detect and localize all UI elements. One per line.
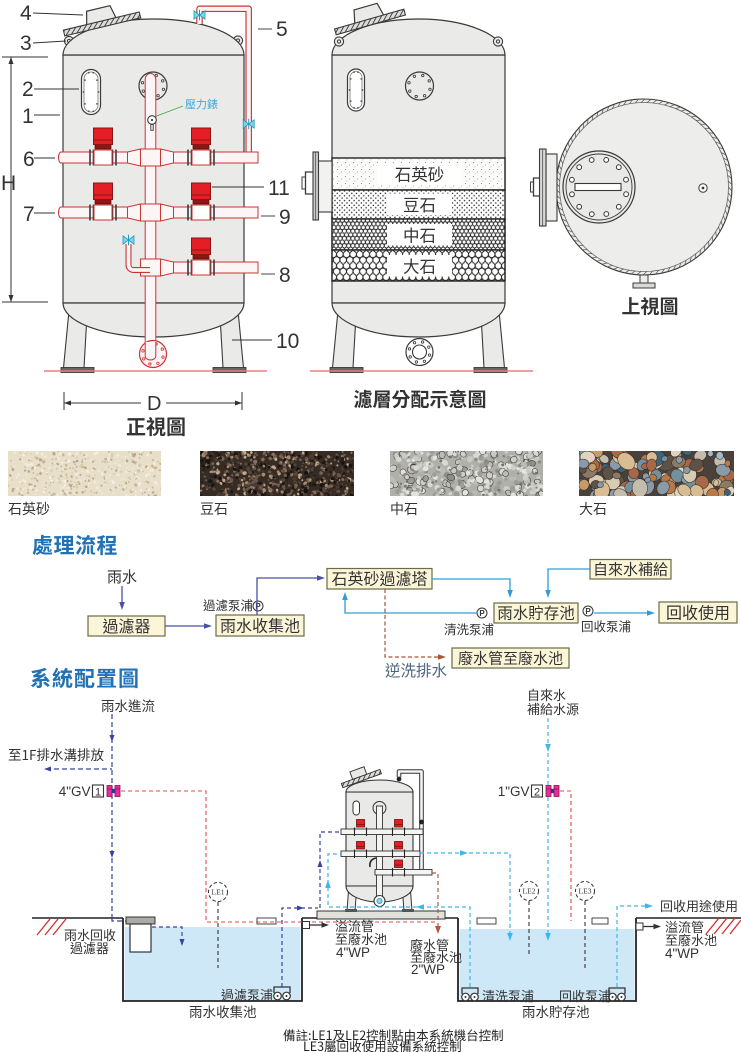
svg-text:上視圖: 上視圖	[621, 292, 678, 319]
svg-text:雨水貯存池: 雨水貯存池	[497, 602, 575, 624]
svg-text:石英砂: 石英砂	[8, 499, 50, 519]
svg-text:4"GV: 4"GV	[59, 784, 91, 799]
svg-text:LE3: LE3	[579, 887, 592, 896]
svg-text:5: 5	[276, 18, 288, 41]
svg-text:補給水源: 補給水源	[527, 699, 579, 718]
svg-text:至廢水池: 至廢水池	[665, 930, 717, 949]
svg-text:過濾泵浦: 過濾泵浦	[221, 985, 273, 1004]
svg-text:廢水管: 廢水管	[410, 935, 449, 954]
svg-text:至廢水池: 至廢水池	[410, 947, 462, 966]
svg-text:石英砂: 石英砂	[395, 162, 445, 186]
svg-text:雨水貯存池: 雨水貯存池	[522, 1001, 590, 1021]
svg-text:2: 2	[22, 78, 34, 101]
svg-text:清洗泵浦: 清洗泵浦	[444, 619, 494, 638]
svg-text:4: 4	[20, 2, 32, 25]
svg-text:11: 11	[268, 177, 290, 200]
svg-text:壓力錶: 壓力錶	[185, 96, 218, 112]
svg-text:至1F排水溝排放: 至1F排水溝排放	[8, 744, 104, 764]
svg-text:溢流管: 溢流管	[665, 917, 704, 936]
svg-text:2"WP: 2"WP	[411, 962, 445, 977]
svg-text:LE1: LE1	[212, 888, 225, 897]
svg-text:回收泵浦: 回收泵浦	[581, 616, 631, 635]
svg-text:雨水收集池: 雨水收集池	[189, 1001, 257, 1021]
svg-text:雨水進流: 雨水進流	[101, 695, 155, 715]
svg-text:雨水: 雨水	[107, 566, 137, 587]
svg-text:過濾泵浦: 過濾泵浦	[203, 595, 253, 614]
svg-text:LE2: LE2	[523, 887, 536, 896]
svg-text:H: H	[1, 172, 16, 195]
svg-text:2: 2	[534, 787, 540, 799]
svg-text:過濾器: 過濾器	[70, 938, 109, 957]
svg-text:正視圖: 正視圖	[126, 411, 186, 440]
svg-text:1"GV: 1"GV	[498, 784, 530, 799]
svg-text:LE3屬回收使用設備系統控制: LE3屬回收使用設備系統控制	[303, 1036, 462, 1052]
svg-text:石英砂過濾塔: 石英砂過濾塔	[331, 566, 427, 590]
svg-text:豆石: 豆石	[200, 499, 228, 519]
svg-text:至廢水池: 至廢水池	[335, 929, 387, 948]
svg-text:8: 8	[279, 264, 291, 287]
svg-text:大石: 大石	[579, 499, 607, 519]
svg-text:雨水收集池: 雨水收集池	[220, 612, 300, 636]
svg-text:備註:LE1及LE2控制點由本系統機台控制: 備註:LE1及LE2控制點由本系統機台控制	[283, 1025, 504, 1044]
svg-text:溢流管: 溢流管	[335, 916, 374, 935]
svg-text:雨水回收: 雨水回收	[64, 925, 116, 944]
svg-text:回收使用: 回收使用	[666, 599, 730, 623]
svg-text:清洗泵浦: 清洗泵浦	[482, 986, 534, 1005]
svg-text:P: P	[585, 607, 591, 616]
svg-text:3: 3	[20, 32, 32, 55]
svg-text:處理流程: 處理流程	[32, 530, 118, 560]
svg-text:自來水補給: 自來水補給	[593, 559, 668, 580]
svg-text:6: 6	[23, 148, 35, 171]
svg-text:4"WP: 4"WP	[665, 946, 699, 961]
svg-text:回收泵浦: 回收泵浦	[559, 986, 611, 1005]
svg-text:濾層分配示意圖: 濾層分配示意圖	[353, 385, 486, 412]
svg-text:豆石: 豆石	[403, 192, 436, 216]
svg-text:10: 10	[276, 330, 299, 353]
svg-text:自來水: 自來水	[527, 685, 566, 704]
svg-text:P: P	[255, 602, 261, 611]
svg-text:1: 1	[95, 787, 101, 799]
svg-text:系統配置圖: 系統配置圖	[30, 663, 140, 693]
svg-text:大石: 大石	[403, 254, 436, 278]
svg-text:1: 1	[22, 105, 34, 128]
svg-text:回收用途使用: 回收用途使用	[660, 896, 738, 915]
svg-text:中石: 中石	[403, 223, 436, 247]
svg-text:4"WP: 4"WP	[336, 945, 370, 960]
svg-text:P: P	[479, 609, 485, 618]
svg-text:廢水管至廢水池: 廢水管至廢水池	[458, 647, 563, 668]
svg-text:7: 7	[23, 203, 35, 226]
svg-text:9: 9	[279, 206, 291, 229]
svg-text:中石: 中石	[390, 499, 418, 519]
svg-text:D: D	[147, 393, 161, 415]
svg-text:過濾器: 過濾器	[102, 613, 150, 637]
svg-text:逆洗排水: 逆洗排水	[385, 659, 448, 681]
